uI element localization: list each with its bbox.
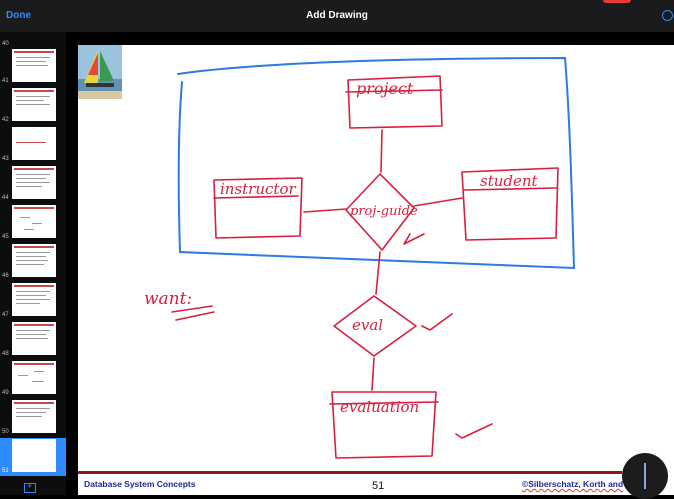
add-slide-plus-icon[interactable]: [24, 481, 36, 493]
slide-number: 41: [2, 78, 9, 84]
page-title: Add Drawing: [306, 10, 368, 21]
slide-preview: [12, 400, 56, 433]
project-label: project: [356, 79, 414, 98]
slide-number: 42: [2, 117, 9, 123]
blue-frame-stroke: [177, 56, 576, 270]
slide-number: 48: [2, 351, 9, 357]
top-toolbar: Done Add Drawing: [0, 0, 674, 32]
want-label: want:: [144, 289, 192, 309]
slide-thumbnail-40[interactable]: 40: [0, 32, 66, 47]
proj-guide-relationship: [345, 173, 415, 251]
slide-preview: [12, 283, 56, 316]
slide-thumbnail-48[interactable]: 48: [0, 321, 66, 359]
eval-relationship: [333, 295, 417, 357]
evaluation-entity: [329, 391, 439, 459]
student-entity: [461, 167, 559, 241]
arrow-mark: [403, 233, 425, 245]
slide-preview: [12, 127, 56, 160]
slide-number: 47: [2, 312, 9, 318]
slide-thumbnail-42[interactable]: 42: [0, 87, 66, 125]
connector-instructor-proj-guide: [303, 208, 347, 213]
connector-project-proj-guide: [380, 129, 383, 173]
connector-proj-guide-eval: [375, 251, 381, 295]
slide-preview: [12, 88, 56, 121]
sailboat-logo-image: [78, 45, 122, 99]
slide-number: 46: [2, 273, 9, 279]
slide-preview: [12, 49, 56, 82]
done-button[interactable]: Done: [6, 10, 31, 21]
slide-number: 49: [2, 390, 9, 396]
slide-thumbnail-44[interactable]: 44: [0, 165, 66, 203]
evaluation-label: evaluation: [340, 398, 419, 416]
slide-thumbnail-41[interactable]: 41: [0, 48, 66, 86]
instructor-label: instructor: [220, 180, 296, 198]
slide-thumbnail-sidebar[interactable]: 40 41 42 43 44 45 46 47 48 49 50 51: [0, 32, 66, 495]
slide-thumbnail-47[interactable]: 47: [0, 282, 66, 320]
slide-number: 50: [2, 429, 9, 435]
slide-number: 51: [2, 468, 9, 474]
slide-preview: [12, 166, 56, 199]
slide-thumbnail-43[interactable]: 43: [0, 126, 66, 164]
slide-number: 40: [2, 41, 9, 47]
slide-thumbnail-49[interactable]: 49: [0, 360, 66, 398]
slide-preview: [12, 205, 56, 238]
slide-number: 45: [2, 234, 9, 240]
footer-rule: [78, 471, 622, 474]
recording-indicator: [603, 0, 631, 3]
check-mark-evaluation: [455, 423, 493, 439]
sync-icon[interactable]: [662, 10, 673, 21]
pen-tool-button[interactable]: [622, 453, 668, 499]
proj-guide-label: proj-guide: [350, 204, 418, 219]
slide-number: 43: [2, 156, 9, 162]
slide-preview: [12, 361, 56, 394]
slide-page-number: 51: [372, 480, 385, 492]
connector-proj-guide-student: [413, 197, 463, 207]
instructor-entity: [213, 177, 303, 239]
connector-eval-evaluation: [371, 357, 375, 391]
student-label: student: [480, 172, 539, 190]
slide-number: 44: [2, 195, 9, 201]
slide-preview: [12, 439, 56, 472]
slide-thumbnail-46[interactable]: 46: [0, 243, 66, 281]
footer-course-title: Database System Concepts: [84, 479, 196, 489]
slide-preview: [12, 244, 56, 277]
slide-canvas[interactable]: [78, 45, 674, 495]
footer-copyright: ©Silberschatz, Korth and: [522, 479, 624, 489]
slide-thumbnail-51[interactable]: 51: [0, 438, 66, 476]
project-entity: [345, 75, 443, 129]
check-mark-eval: [421, 313, 453, 331]
underline-want: [171, 305, 215, 321]
eval-label: eval: [352, 316, 383, 334]
slide-preview: [12, 322, 56, 355]
slide-thumbnail-50[interactable]: 50: [0, 399, 66, 437]
slide-thumbnail-45[interactable]: 45: [0, 204, 66, 242]
